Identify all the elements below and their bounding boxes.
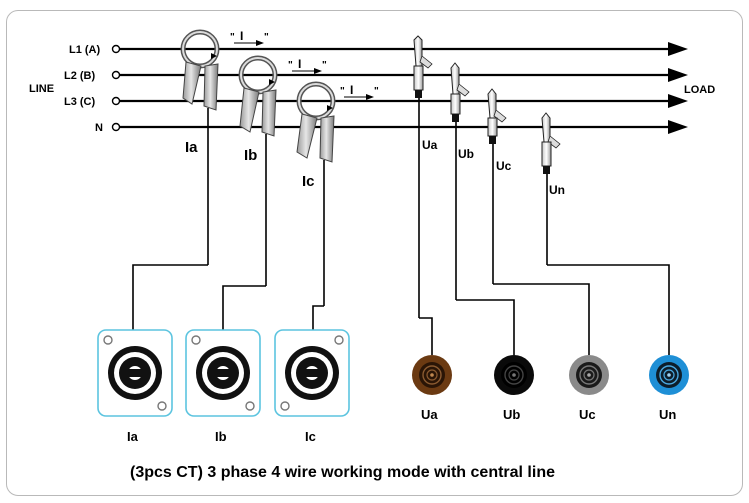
probe-label-un: Un xyxy=(549,183,565,197)
ct-input-connectors: Ia Ib Ic xyxy=(97,329,350,444)
clamp-label-ib: Ib xyxy=(244,147,257,164)
line-l2: L2 (B) xyxy=(64,68,688,82)
ct-connector-ic: Ic xyxy=(274,329,350,444)
current-arrow-l3: " I " xyxy=(340,83,379,100)
jack-label-uc: Uc xyxy=(579,407,596,422)
probe-label-uc: Uc xyxy=(496,159,512,173)
voltage-jack-un: Un xyxy=(649,355,689,422)
voltage-probe-un: Un xyxy=(541,112,565,265)
svg-text:": " xyxy=(322,60,327,71)
voltage-probes: Ua Ub Uc Un xyxy=(413,35,565,318)
jack-label-ua: Ua xyxy=(421,407,438,422)
svg-text:": " xyxy=(340,86,345,97)
probe-label-ub: Ub xyxy=(458,147,474,161)
current-direction-markers: " I " " I " " I " xyxy=(230,29,379,100)
jack-label-ub: Ub xyxy=(503,407,520,422)
wire-ic xyxy=(312,305,324,330)
ct-input-label-ic: Ic xyxy=(305,429,316,444)
wire-ub xyxy=(456,299,515,355)
current-arrow-l2: " I " xyxy=(288,57,327,74)
svg-text:": " xyxy=(264,32,269,43)
ct-connector-ia: Ia xyxy=(97,329,173,444)
ct-input-label-ia: Ia xyxy=(127,429,139,444)
voltage-jack-uc: Uc xyxy=(569,355,609,422)
line-n: N xyxy=(95,120,688,134)
current-arrow-l1: " I " xyxy=(230,29,269,46)
line-label-l1: L1 (A) xyxy=(69,44,101,56)
svg-text:": " xyxy=(374,86,379,97)
voltage-probe-ua: Ua xyxy=(413,35,438,318)
svg-text:": " xyxy=(288,60,293,71)
current-arrow-label: I xyxy=(350,83,353,97)
arrow-head-l2 xyxy=(668,68,688,82)
voltage-jacks: Ua Ub Uc Un xyxy=(412,355,689,422)
arrow-head-l3 xyxy=(668,94,688,108)
line-label: LINE xyxy=(29,83,54,95)
arrow-head-l1 xyxy=(668,42,688,56)
clamp-label-ic: Ic xyxy=(302,173,315,190)
arrow-head-n xyxy=(668,120,688,134)
line-label-l2: L2 (B) xyxy=(64,70,96,82)
phase-lines: L1 (A) L2 (B) L3 (C) N xyxy=(64,42,688,134)
wire-uc xyxy=(493,283,590,355)
line-label-n: N xyxy=(95,122,103,134)
current-arrow-label: I xyxy=(240,29,243,43)
voltage-probe-uc: Uc xyxy=(487,88,512,284)
wire-ib xyxy=(222,285,266,330)
wire-un xyxy=(547,264,670,355)
current-clamp-ib: Ib xyxy=(238,55,278,286)
jack-label-un: Un xyxy=(659,407,676,422)
voltage-jack-ub: Ub xyxy=(494,355,534,422)
ct-input-label-ib: Ib xyxy=(215,429,227,444)
current-clamp-ia: Ia xyxy=(180,29,220,265)
ct-connector-ib: Ib xyxy=(185,329,261,444)
load-label: LOAD xyxy=(684,84,715,96)
current-arrow-label: I xyxy=(298,57,301,71)
ct-clamps: Ia Ib Ic xyxy=(180,29,336,306)
line-terminal-n xyxy=(111,122,121,132)
voltage-jack-ua: Ua xyxy=(412,355,452,422)
line-l1: L1 (A) xyxy=(69,42,688,56)
svg-text:": " xyxy=(230,32,235,43)
line-terminal-l1 xyxy=(111,44,121,54)
diagram-caption: (3pcs CT) 3 phase 4 wire working mode wi… xyxy=(130,464,555,481)
wire-ia xyxy=(132,264,208,330)
wiring-runs xyxy=(132,264,670,355)
probe-label-ua: Ua xyxy=(422,138,438,152)
clamp-label-ia: Ia xyxy=(185,139,198,156)
line-terminal-l3 xyxy=(111,96,121,106)
current-clamp-ic: Ic xyxy=(296,81,336,306)
line-label-l3: L3 (C) xyxy=(64,96,96,108)
wire-ua xyxy=(419,317,433,355)
line-terminal-l2 xyxy=(111,70,121,80)
voltage-probe-ub: Ub xyxy=(450,62,474,300)
